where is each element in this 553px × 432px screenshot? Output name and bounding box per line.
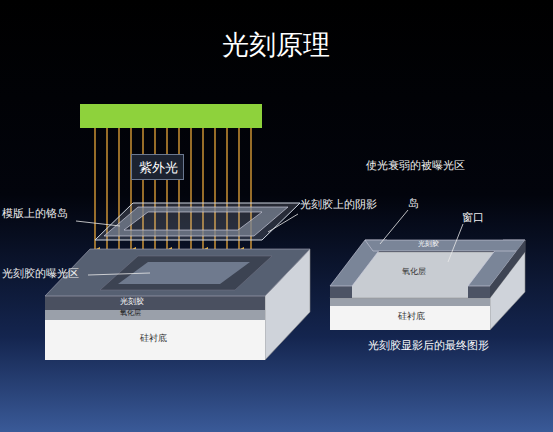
uv-ray: [190, 128, 191, 266]
part-label: 窗口: [462, 212, 484, 224]
uv-ray: [154, 128, 155, 266]
part-label: 光刻胶上的阴影: [300, 199, 377, 211]
layer-label: 硅衬底: [398, 312, 425, 322]
uv-light-source: [80, 104, 262, 128]
shadow-region: [100, 256, 272, 290]
uv-ray: [118, 128, 119, 266]
node-text: 紫外光: [139, 159, 176, 177]
leader-lines: [76, 210, 463, 275]
figure-caption: 光刻胶显影后的最终图形: [368, 340, 489, 352]
chrome-island: [104, 207, 288, 236]
wafer-stack-right: [330, 240, 525, 330]
page-title: 光刻原理: [222, 30, 330, 60]
layer-label: 光刻胶: [418, 241, 439, 249]
layer-label: 硅衬底: [140, 334, 167, 344]
part-label: 岛: [408, 198, 419, 210]
mask-plate: [95, 203, 300, 240]
layer-label: 氧化层: [402, 268, 426, 277]
uv-ray: [226, 128, 227, 266]
part-label: 模版上的铬岛: [2, 208, 68, 220]
uv-rays: [95, 128, 251, 266]
layer-label: 氧化层: [120, 310, 141, 318]
note-label: 使光衰弱的被曝光区: [366, 160, 465, 172]
label-box: 紫外光: [131, 154, 184, 180]
wafer-stack-left: [45, 249, 310, 360]
layer-label: 光刻胶: [120, 298, 144, 307]
part-label: 光刻胶的曝光区: [2, 268, 79, 280]
uv-ray: [94, 128, 95, 250]
